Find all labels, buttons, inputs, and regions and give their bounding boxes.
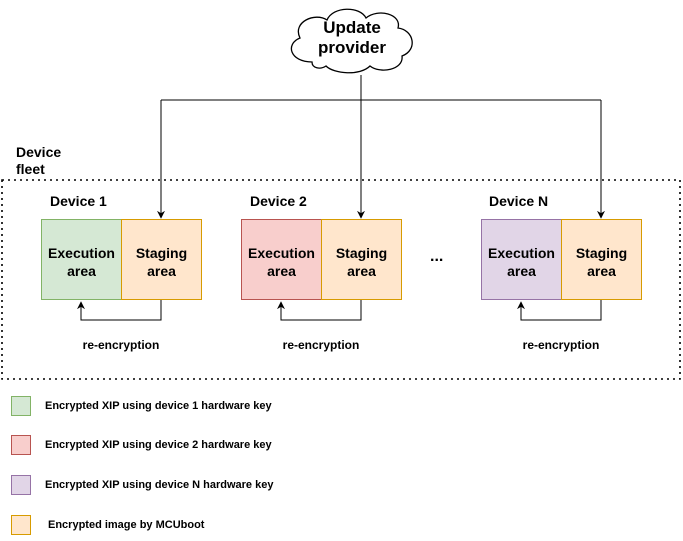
device-n-staging-area: Staging area <box>561 219 642 300</box>
device-1-staging-area: Staging area <box>121 219 202 300</box>
legend-swatch-device-1 <box>11 396 31 416</box>
legend-swatch-device-2 <box>11 435 31 455</box>
legend-label-mcuboot: Encrypted image by MCUboot <box>48 519 205 531</box>
reencryption-loop-1 <box>77 300 162 321</box>
device-2-reencryption-label: re-encryption <box>282 338 360 352</box>
device-1-execution-area: Execution area <box>41 219 122 300</box>
device-n-reencryption-label: re-encryption <box>522 338 600 352</box>
device-1-title: Device 1 <box>50 193 107 209</box>
device-2-title: Device 2 <box>250 193 307 209</box>
cloud-shape <box>290 8 413 74</box>
legend-swatch-device-n <box>11 475 31 495</box>
device-1-reencryption-label: re-encryption <box>82 338 160 352</box>
device-n-execution-area: Execution area <box>481 219 562 300</box>
device-fleet-label: Device fleet <box>16 144 62 177</box>
reencryption-loop-2 <box>277 300 362 321</box>
update-provider-label: Update provider <box>317 18 387 57</box>
more-devices-ellipsis: ... <box>430 248 444 265</box>
legend-label-device-2: Encrypted XIP using device 2 hardware ke… <box>45 439 272 451</box>
device-2-execution-area: Execution area <box>241 219 322 300</box>
device-n-title: Device N <box>489 193 549 209</box>
legend-label-device-1: Encrypted XIP using device 1 hardware ke… <box>45 400 272 412</box>
legend-swatch-mcuboot <box>11 515 31 535</box>
legend-label-device-n: Encrypted XIP using device N hardware ke… <box>45 479 274 491</box>
reencryption-loop-n <box>517 300 602 321</box>
device-2-staging-area: Staging area <box>321 219 402 300</box>
